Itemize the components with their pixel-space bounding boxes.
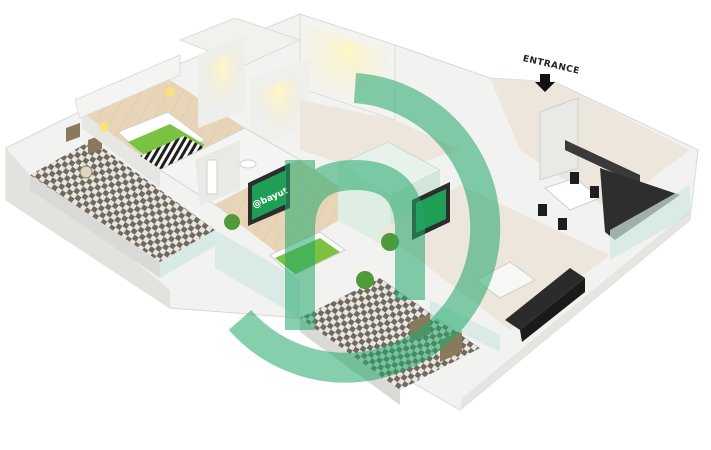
- lamp-icon: [165, 87, 175, 97]
- bayut-logo-watermark: [228, 73, 501, 383]
- sofa: [505, 268, 585, 342]
- plant-icon: [381, 233, 399, 251]
- master-bed: [117, 111, 206, 170]
- plant-icon: [356, 271, 374, 289]
- left-balcony: [30, 140, 215, 278]
- arrow-down-icon: [535, 74, 555, 92]
- bathroom: [158, 127, 302, 206]
- plant-icon: [224, 214, 240, 230]
- wardrobes: [178, 13, 396, 148]
- lamp-icon: [99, 122, 109, 132]
- kitchen-dining: [490, 78, 690, 240]
